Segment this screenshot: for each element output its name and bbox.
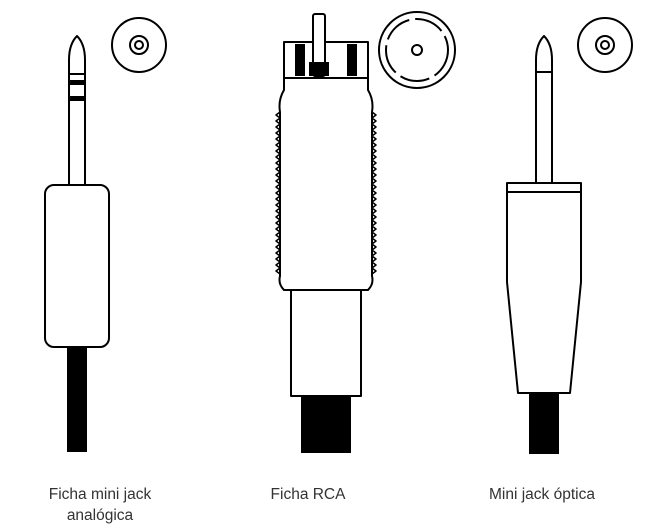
optical-handle	[506, 191, 582, 394]
caption-rca-line-1: Ficha RCA	[270, 486, 346, 503]
mini-jack-handle	[44, 184, 110, 348]
caption-optical-mini-jack: Mini jack óptica	[442, 484, 642, 505]
optical-cable	[529, 392, 559, 454]
mini-jack-shaft	[68, 73, 86, 187]
caption-mini-jack: Ficha mini jack analógica	[0, 484, 200, 526]
rca-pin-base	[309, 62, 329, 76]
caption-mini-jack-line-2: analógica	[66, 507, 134, 524]
optical-tip	[535, 35, 553, 73]
optical-end-view-icon	[577, 17, 633, 73]
rca-grip-body	[278, 77, 374, 291]
rca-sleeve-slot-right	[347, 44, 357, 76]
optical-mini-jack-plug-icon	[506, 35, 582, 454]
rca-sleeve-slot-left	[295, 44, 305, 76]
mini-jack-cable	[67, 346, 87, 452]
caption-mini-jack-line-1: Ficha mini jack	[48, 486, 152, 503]
mini-jack-tip	[68, 35, 86, 75]
rca-plug-icon	[275, 13, 377, 453]
mini-jack-plug-icon	[44, 35, 110, 452]
rca-grip-ridges	[275, 111, 377, 275]
mini-jack-ring-2	[69, 96, 85, 101]
caption-optical-line-1: Mini jack óptica	[489, 486, 595, 503]
optical-shaft	[535, 71, 553, 185]
rca-end-view-icon	[378, 11, 456, 89]
rca-cable	[301, 396, 351, 453]
rca-strain-relief	[290, 287, 362, 397]
mini-jack-ring-1	[69, 80, 85, 85]
optical-collar	[506, 182, 582, 193]
caption-rca: Ficha RCA	[208, 484, 408, 505]
mini-jack-end-view-icon	[111, 17, 167, 73]
